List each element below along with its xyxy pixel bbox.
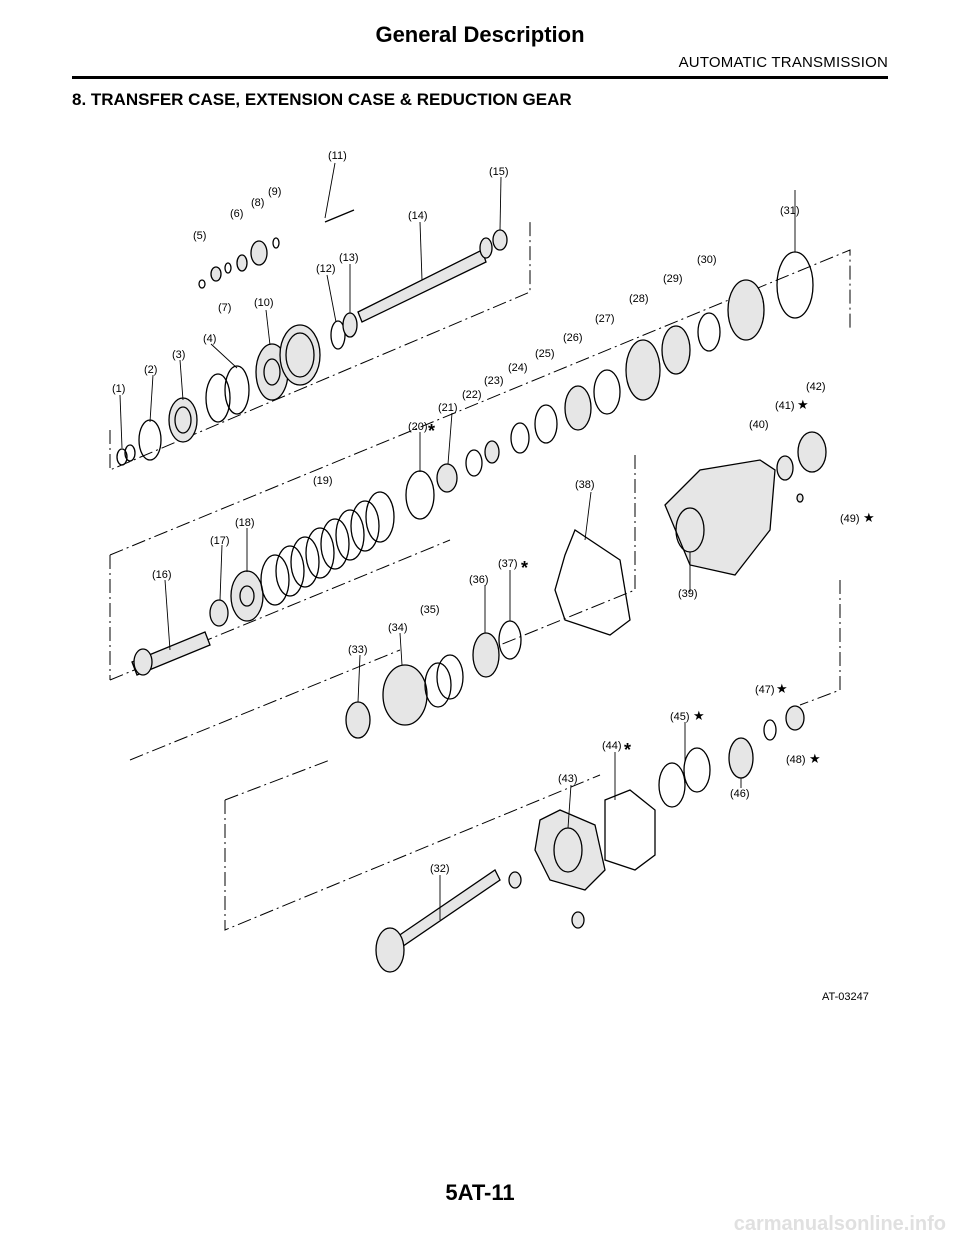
label-48: (48) bbox=[786, 754, 806, 766]
leader-lines bbox=[119, 162, 796, 920]
label-27: (27) bbox=[595, 313, 615, 325]
watermark: carmanualsonline.info bbox=[733, 1213, 946, 1235]
asterisk-44: * bbox=[624, 740, 631, 760]
assembly-boundary-lines bbox=[109, 220, 851, 931]
star-45: ★ bbox=[693, 708, 705, 723]
label-42: (42) bbox=[806, 381, 826, 393]
label-20: (20) bbox=[408, 421, 428, 433]
label-47: (47) bbox=[755, 684, 775, 696]
label-10: (10) bbox=[254, 297, 274, 309]
row-1-parts bbox=[116, 209, 508, 466]
asterisk-37: * bbox=[521, 558, 528, 578]
row-2-parts bbox=[131, 251, 814, 676]
header-rule bbox=[72, 76, 888, 79]
section-title: 8. TRANSFER CASE, EXTENSION CASE & REDUC… bbox=[72, 90, 572, 109]
label-9: (9) bbox=[268, 186, 281, 198]
label-18: (18) bbox=[235, 517, 255, 529]
label-36: (36) bbox=[469, 574, 489, 586]
label-40: (40) bbox=[749, 419, 769, 431]
label-37: (37) bbox=[498, 558, 518, 570]
part-labels: (1) (2) (3) (4) (5) (6) (7) (8) (9) (10)… bbox=[112, 150, 860, 875]
label-7: (7) bbox=[218, 302, 231, 314]
note-symbols: * * * ★ ★ ★ ★ ★ bbox=[428, 397, 875, 766]
label-14: (14) bbox=[408, 210, 428, 222]
extension-case bbox=[554, 431, 827, 636]
label-13: (13) bbox=[339, 252, 359, 264]
label-49: (49) bbox=[840, 513, 860, 525]
asterisk-20: * bbox=[428, 421, 435, 441]
label-19: (19) bbox=[313, 475, 333, 487]
page-number: 5AT-11 bbox=[445, 1180, 515, 1205]
label-46: (46) bbox=[730, 788, 750, 800]
label-43: (43) bbox=[558, 773, 578, 785]
label-15: (15) bbox=[489, 166, 509, 178]
label-26: (26) bbox=[563, 332, 583, 344]
label-3: (3) bbox=[172, 349, 185, 361]
label-5: (5) bbox=[193, 230, 206, 242]
label-30: (30) bbox=[697, 254, 717, 266]
label-41: (41) bbox=[775, 400, 795, 412]
label-33: (33) bbox=[348, 644, 368, 656]
label-1: (1) bbox=[112, 383, 125, 395]
label-45: (45) bbox=[670, 711, 690, 723]
star-47: ★ bbox=[776, 681, 788, 696]
label-29: (29) bbox=[663, 273, 683, 285]
label-24: (24) bbox=[508, 362, 528, 374]
label-38: (38) bbox=[575, 479, 595, 491]
figure-id: AT-03247 bbox=[822, 991, 869, 1003]
label-44: (44) bbox=[602, 740, 622, 752]
label-25: (25) bbox=[535, 348, 555, 360]
label-35: (35) bbox=[420, 604, 440, 616]
label-2: (2) bbox=[144, 364, 157, 376]
label-12: (12) bbox=[316, 263, 336, 275]
label-6: (6) bbox=[230, 208, 243, 220]
label-34: (34) bbox=[388, 622, 408, 634]
label-4: (4) bbox=[203, 333, 216, 345]
chapter-name: AUTOMATIC TRANSMISSION bbox=[678, 54, 888, 71]
page-title: General Description bbox=[375, 22, 585, 47]
label-22: (22) bbox=[462, 389, 482, 401]
star-48: ★ bbox=[809, 751, 821, 766]
label-28: (28) bbox=[629, 293, 649, 305]
label-21: (21) bbox=[438, 402, 458, 414]
star-41: ★ bbox=[797, 397, 809, 412]
label-16: (16) bbox=[152, 569, 172, 581]
label-17: (17) bbox=[210, 535, 230, 547]
label-31: (31) bbox=[780, 205, 800, 217]
label-32: (32) bbox=[430, 863, 450, 875]
label-23: (23) bbox=[484, 375, 504, 387]
label-8: (8) bbox=[251, 197, 264, 209]
label-39: (39) bbox=[678, 588, 698, 600]
star-49: ★ bbox=[863, 510, 875, 525]
label-11: (11) bbox=[328, 150, 347, 162]
row-3-parts bbox=[345, 620, 805, 973]
